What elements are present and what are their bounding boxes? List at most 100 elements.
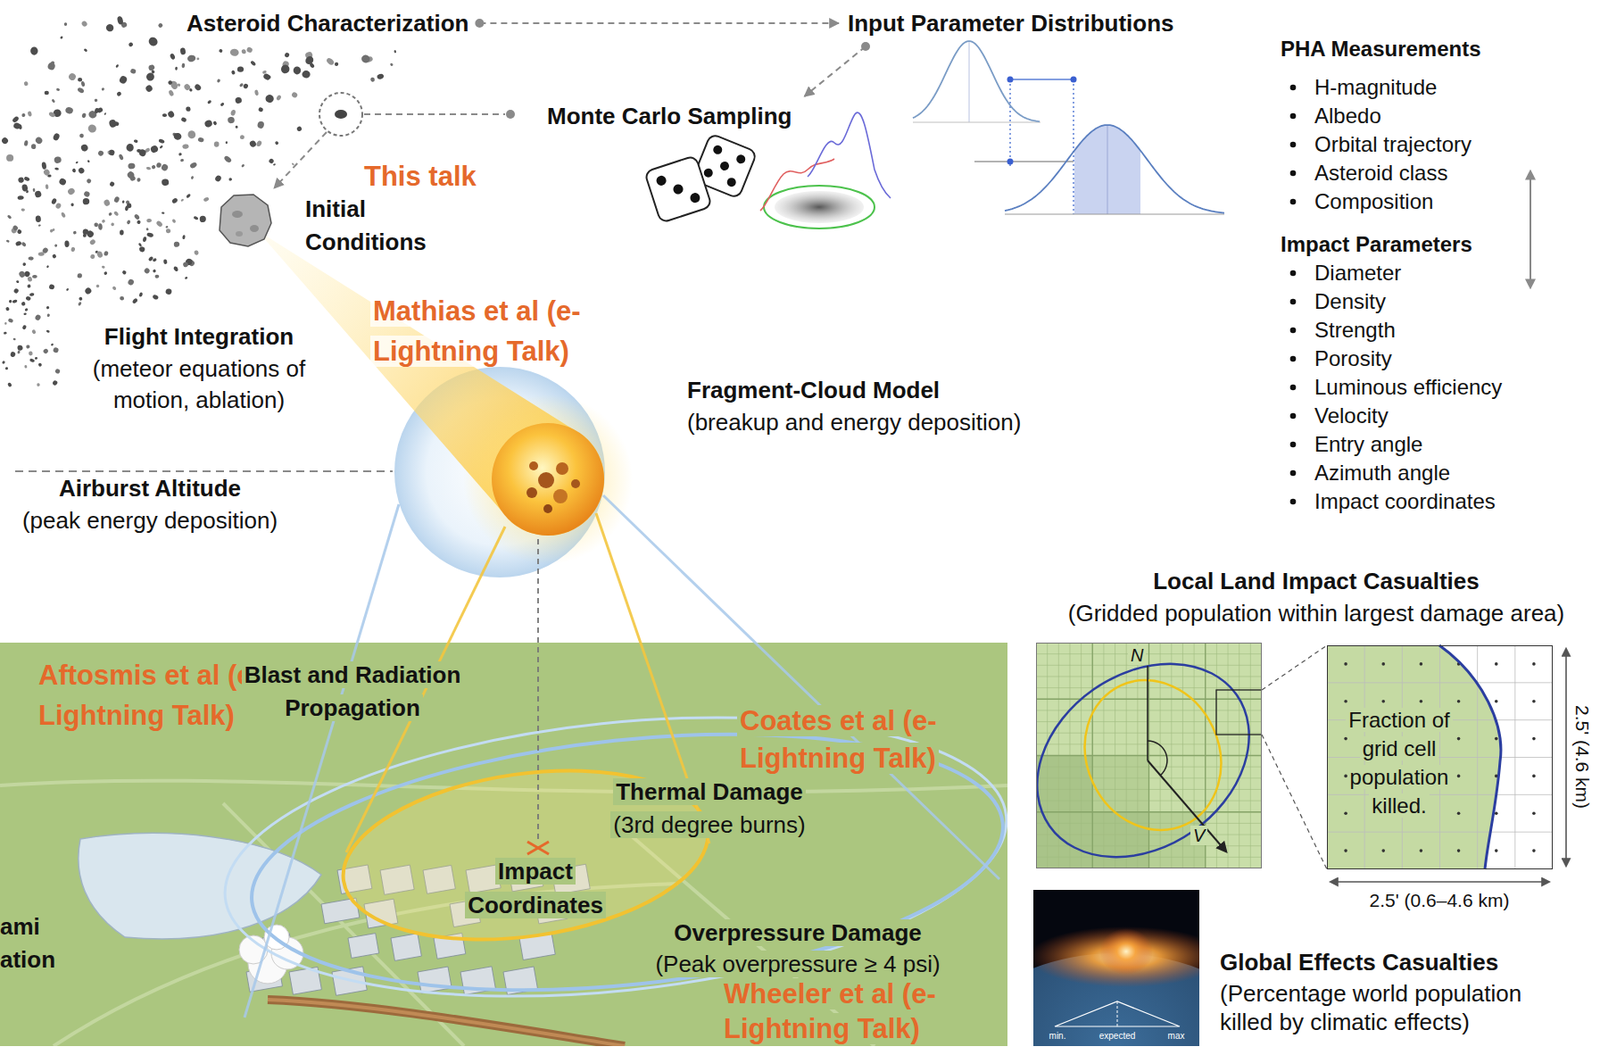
mean-line — [1107, 124, 1109, 215]
fragment-cloud-sphere — [538, 472, 555, 489]
impact-point-marker — [527, 538, 549, 854]
asteroid-dot — [132, 297, 139, 304]
asteroid-rock — [219, 194, 272, 247]
vector-letter-block: V — [1190, 825, 1208, 846]
cell-grid — [1326, 645, 1553, 870]
stage-label: Flight Integration — [104, 323, 294, 350]
impact-point-marker — [537, 538, 539, 839]
stage-label-block: Flight Integration — [104, 320, 294, 353]
cell-grid — [1326, 794, 1553, 796]
asteroid-dot — [165, 228, 172, 234]
bullet-dot — [1290, 441, 1297, 448]
stage-note: (3rd degree burns) — [610, 811, 808, 838]
asteroid-dot — [103, 112, 107, 116]
selected-asteroid-ring — [334, 109, 348, 119]
asteroid-dot — [86, 123, 98, 134]
asteroid-dot — [102, 198, 111, 208]
asteroid-dot — [29, 292, 35, 297]
joint-density-plot — [763, 185, 875, 229]
asteroid-dot — [16, 344, 24, 351]
asteroid-dot — [67, 72, 78, 83]
asteroid-dot — [30, 47, 38, 56]
asteroid-dot — [113, 195, 121, 203]
asteroid-dot — [136, 219, 141, 224]
asteroid-dot — [29, 357, 35, 363]
panel-heading-block: Local Land Impact Casualties — [1152, 564, 1480, 597]
selected-asteroid-ring — [319, 92, 363, 136]
dimension-arrows — [1330, 648, 1567, 882]
asteroid-dot — [146, 232, 154, 238]
asteroid-dot — [214, 174, 223, 183]
population-grid-map — [1036, 755, 1093, 813]
list-item-block: Velocity — [1314, 402, 1389, 430]
asteroid-dot — [21, 324, 27, 331]
asteroid-dot — [22, 262, 26, 266]
asteroid-dot — [275, 94, 282, 101]
asteroid-dot — [256, 120, 266, 129]
asteroid-dot — [155, 220, 164, 228]
stage-note: (Peak overpressure ≥ 4 psi) — [652, 950, 943, 978]
list-item: Entry angle — [1314, 431, 1423, 456]
asteroid-dot — [51, 132, 60, 141]
dice — [671, 182, 685, 196]
asteroid-dot — [325, 57, 336, 67]
asteroid-dot — [173, 265, 180, 273]
asteroid-dot — [290, 91, 299, 99]
earth-impact-image — [1117, 1001, 1119, 1027]
asteroid-dot — [199, 215, 207, 223]
asteroid-dot — [165, 225, 169, 229]
dashed-arrow — [479, 22, 839, 25]
asteroid-dot — [32, 188, 35, 192]
cell-grid — [1326, 831, 1553, 833]
asteroid-dot — [142, 236, 148, 243]
asteroid-dot — [66, 288, 70, 292]
asteroid-dot — [3, 331, 8, 335]
asteroid-dot — [229, 48, 240, 57]
list-item-block: H-magnitude — [1314, 74, 1437, 101]
list-item: Density — [1314, 289, 1386, 314]
distribution-curves — [912, 41, 1225, 215]
asteroid-dot — [54, 243, 59, 248]
stage-note: (peak energy deposition) — [22, 506, 278, 534]
cell-grid — [1343, 811, 1348, 815]
asteroid-dot — [107, 149, 116, 157]
asteroid-dot — [119, 296, 125, 301]
asteroid-dot — [118, 74, 129, 85]
asteroid-dot — [56, 87, 61, 92]
stage-note-block: (3rd degree burns) — [610, 808, 808, 841]
list-item-block: Albedo — [1314, 102, 1382, 130]
cell-grid — [1419, 848, 1424, 853]
asteroid-dot — [101, 218, 107, 224]
asteroid-dot — [203, 118, 214, 128]
asteroid-dot — [165, 288, 173, 296]
asteroid-dot — [16, 349, 21, 354]
talk-credit: Coates et al (e-Lightning Talk) — [737, 704, 940, 774]
asteroid-dot — [46, 265, 50, 269]
asteroid-rock — [235, 231, 243, 237]
city-blocks — [390, 933, 422, 962]
asteroid-dot — [393, 49, 397, 54]
cell-grid — [1532, 774, 1536, 779]
asteroid-dot — [161, 178, 170, 186]
asteroid-dot — [77, 301, 83, 307]
asteroid-dot — [64, 240, 70, 248]
asteroid-dot — [231, 69, 236, 75]
list-item-block: Azimuth angle — [1314, 459, 1451, 487]
dimension-label-block: 2.5' (4.6 km) — [1571, 704, 1593, 809]
asteroid-dot — [334, 62, 340, 67]
asteroid-dot — [44, 91, 50, 95]
population-grid-map — [1036, 754, 1262, 756]
town-map — [239, 701, 1008, 1024]
asteroid-dot — [82, 48, 88, 53]
asteroid-dot — [291, 162, 295, 166]
asteroid-dot — [234, 124, 239, 129]
asteroid-dot — [171, 218, 176, 224]
joint-density-plot — [774, 190, 864, 224]
asteroid-dot — [38, 251, 45, 257]
list-heading-block: PHA Measurements — [1280, 35, 1482, 63]
asteroid-dot — [148, 63, 156, 71]
fragment-cloud-sphere — [553, 489, 568, 504]
bullet-dot — [1290, 384, 1297, 391]
asteroid-dot — [16, 228, 24, 234]
